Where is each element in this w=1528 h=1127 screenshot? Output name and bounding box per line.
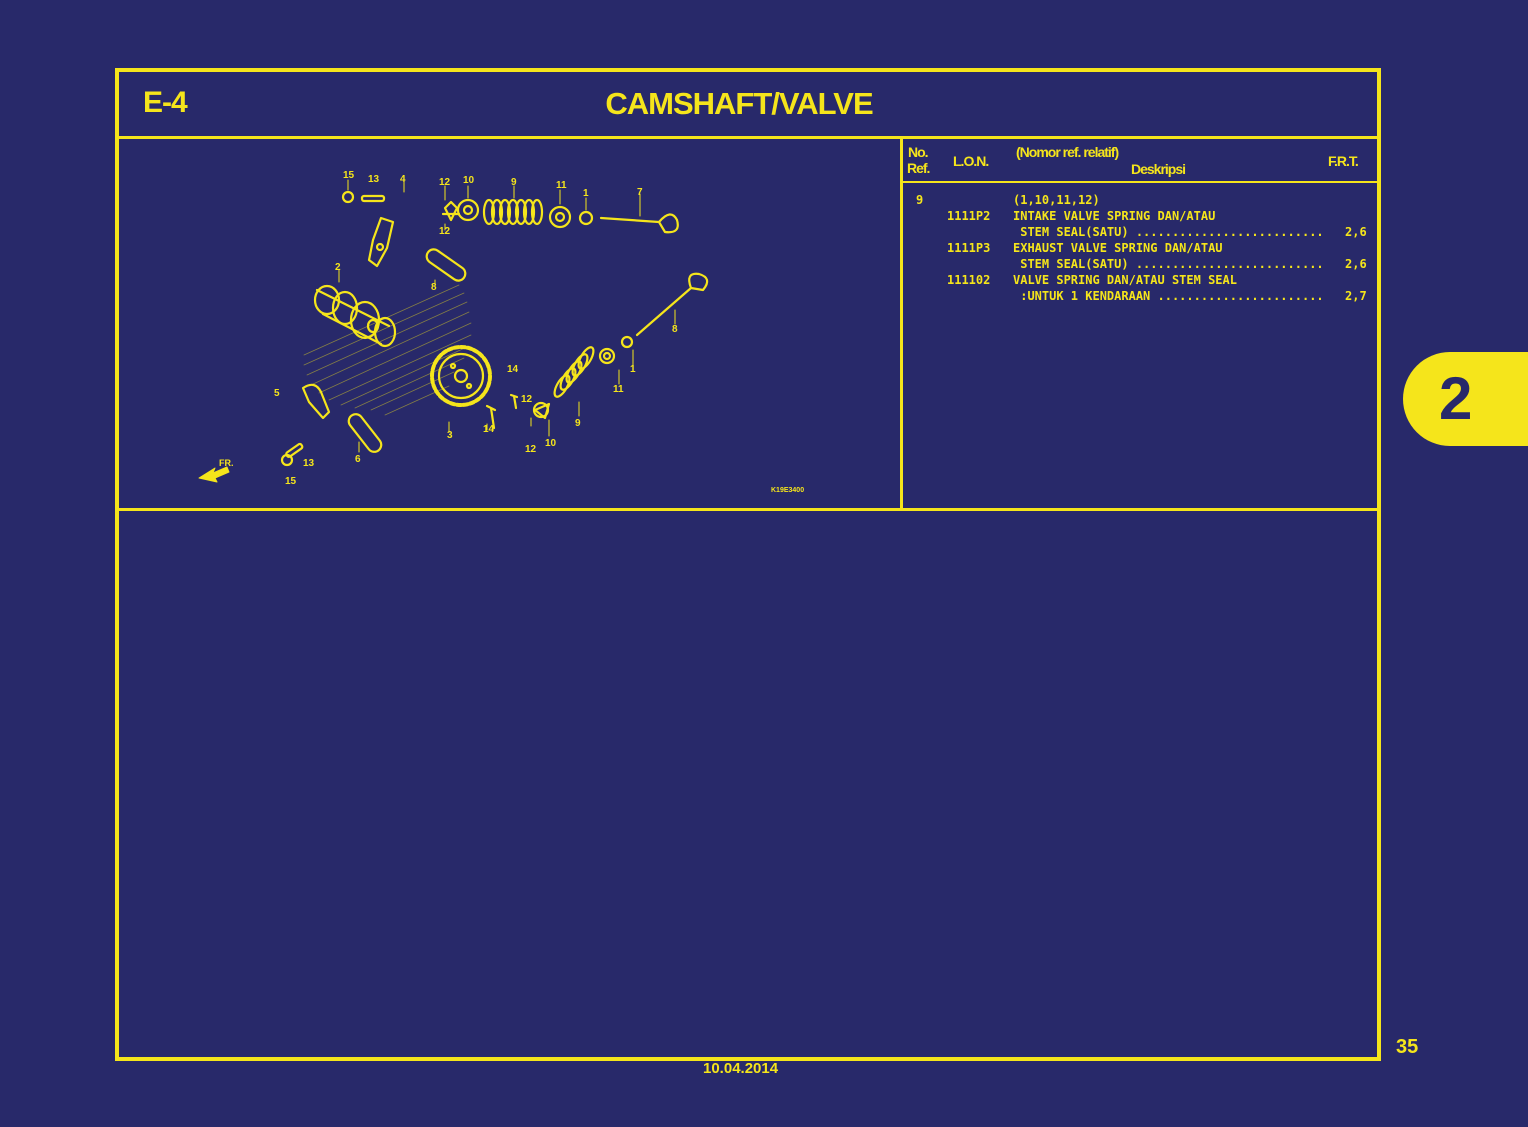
page-frame: E-4 CAMSHAFT/VALVE No. Ref. L.O.N. (Nomo… bbox=[115, 68, 1381, 1061]
cap-nut-lower bbox=[280, 453, 294, 467]
arrow-label: FR. bbox=[219, 458, 234, 468]
rocker-shaft-top bbox=[425, 248, 467, 282]
section-tab-label: 2 bbox=[1439, 365, 1473, 432]
bolt bbox=[485, 404, 497, 430]
exhaust-valve bbox=[635, 272, 709, 337]
lower-seal bbox=[620, 335, 634, 349]
col-frt: F.R.T. bbox=[1328, 153, 1359, 169]
callout: 14 bbox=[483, 424, 495, 435]
camshaft bbox=[313, 284, 397, 348]
col-no: No. bbox=[908, 144, 929, 160]
callout: 12 bbox=[439, 177, 451, 188]
callout: 9 bbox=[511, 177, 517, 188]
section-tab: 2 bbox=[1403, 352, 1528, 446]
col-relative-ref: (Nomor ref. relatif) bbox=[1016, 144, 1119, 160]
callout: 7 bbox=[637, 187, 643, 198]
lower-seat bbox=[598, 347, 616, 365]
callout: 11 bbox=[613, 384, 624, 395]
row-desc: :UNTUK 1 KENDARAAN .....................… bbox=[1013, 289, 1324, 303]
intake-valve bbox=[599, 213, 679, 234]
adjust-screw bbox=[360, 194, 386, 203]
print-date: 10.04.2014 bbox=[703, 1060, 779, 1077]
cap-nut bbox=[341, 190, 355, 204]
callout: 11 bbox=[556, 180, 567, 191]
callout: 15 bbox=[343, 170, 355, 181]
cam-sprocket bbox=[430, 345, 492, 407]
section-code: E-4 bbox=[143, 86, 188, 119]
callout: 15 bbox=[285, 476, 297, 487]
stem-seal bbox=[578, 210, 594, 226]
row-frt: 2,6 bbox=[1345, 257, 1367, 271]
row-lon: 1111P3 bbox=[947, 241, 991, 255]
row-frt: 2,6 bbox=[1345, 225, 1367, 239]
column-divider bbox=[900, 136, 903, 510]
page-title: CAMSHAFT/VALVE bbox=[605, 86, 873, 121]
spring-seat bbox=[548, 205, 572, 229]
front-arrow bbox=[198, 466, 230, 483]
row-desc: STEM SEAL(SATU) ........................… bbox=[1013, 225, 1324, 239]
table-header-divider bbox=[900, 181, 1377, 183]
valve-spring-top bbox=[482, 198, 544, 226]
callout: 2 bbox=[335, 262, 341, 273]
callout: 12 bbox=[521, 394, 533, 405]
callout: 6 bbox=[355, 454, 361, 465]
callout: 12 bbox=[439, 226, 451, 237]
callout: 8 bbox=[431, 282, 437, 293]
row-frt: 2,7 bbox=[1345, 289, 1367, 303]
callout: 13 bbox=[368, 174, 380, 185]
cotter bbox=[443, 200, 459, 222]
page-number: 35 bbox=[1396, 1036, 1419, 1058]
callout: 4 bbox=[400, 174, 406, 185]
row-desc: EXHAUST VALVE SPRING DAN/ATAU bbox=[1013, 241, 1223, 255]
callout: 13 bbox=[303, 458, 315, 469]
callout: 10 bbox=[463, 175, 475, 186]
rocker-arm-lower bbox=[301, 383, 331, 420]
spring-retainer bbox=[456, 198, 480, 222]
row-ref: 9 bbox=[916, 193, 924, 207]
row-desc: STEM SEAL(SATU) ........................… bbox=[1013, 257, 1324, 271]
callout: 14 bbox=[507, 364, 519, 375]
col-lon: L.O.N. bbox=[953, 153, 989, 169]
rocker-shaft-lower bbox=[347, 413, 383, 453]
valve-spring-lower bbox=[553, 346, 595, 398]
diagram-code: K19E3400 bbox=[771, 487, 804, 494]
callout: 3 bbox=[447, 430, 453, 441]
callout: 1 bbox=[630, 364, 636, 375]
rocker-arm bbox=[367, 216, 395, 268]
row-lon: 111102 bbox=[947, 273, 991, 287]
callout: 1 bbox=[583, 188, 589, 199]
callout: 8 bbox=[672, 324, 678, 335]
row-lon: 1111P2 bbox=[947, 209, 991, 223]
header-divider bbox=[119, 136, 1377, 139]
body-divider bbox=[119, 508, 1377, 511]
row-desc: VALVE SPRING DAN/ATAU STEM SEAL bbox=[1013, 273, 1237, 287]
parts-diagram: 15 13 4 12 10 9 11 1 7 12 8 2 5 3 14 12 … bbox=[198, 170, 804, 494]
row-desc: (1,10,11,12) bbox=[1013, 193, 1100, 207]
callout: 5 bbox=[274, 388, 280, 399]
bolt bbox=[509, 393, 519, 410]
callout: 12 bbox=[525, 444, 537, 455]
row-desc: INTAKE VALVE SPRING DAN/ATAU bbox=[1013, 209, 1216, 223]
col-description: Deskripsi bbox=[1131, 161, 1186, 177]
callout: 10 bbox=[545, 438, 557, 449]
col-ref: Ref. bbox=[907, 160, 930, 176]
callout: 9 bbox=[575, 418, 581, 429]
